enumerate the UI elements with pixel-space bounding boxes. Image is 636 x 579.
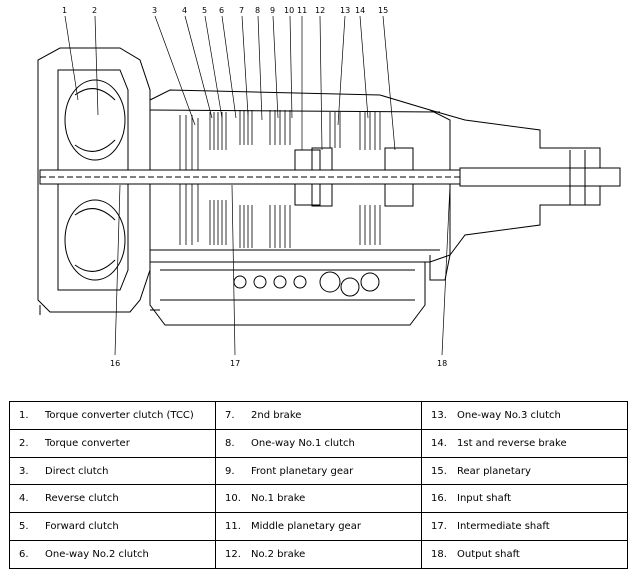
callout-1: 1 — [62, 6, 67, 15]
callout-10: 10 — [284, 6, 294, 15]
legend-number: 3. — [19, 465, 29, 477]
converter-lower-lobe — [64, 199, 126, 281]
legend-cell: 7. 2nd brake — [215, 401, 422, 430]
legend-label: Front planetary gear — [251, 465, 354, 477]
legend-cell: 14. 1st and reverse brake — [421, 428, 628, 458]
legend-number: 7. — [225, 409, 235, 421]
legend-cell: 4. Reverse clutch — [9, 484, 216, 514]
legend-cell: 8. One-way No.1 clutch — [215, 428, 422, 458]
legend-number: 1. — [19, 409, 29, 421]
legend-number: 18. — [431, 549, 447, 561]
legend-cell: 11. Middle planetary gear — [215, 512, 422, 542]
callout-3: 3 — [152, 6, 157, 15]
legend-label: One-way No.3 clutch — [457, 409, 561, 421]
legend-cell: 2. Torque converter — [9, 428, 216, 458]
legend-label: One-way No.2 clutch — [45, 549, 149, 561]
legend-number: 13. — [431, 409, 447, 421]
legend-cell: 10. No.1 brake — [215, 484, 422, 514]
legend-number: 15. — [431, 465, 447, 477]
callout-17: 17 — [230, 359, 240, 368]
legend-cell: 16. Input shaft — [421, 484, 628, 514]
legend-row: 1. Torque converter clutch (TCC) 7. 2nd br… — [9, 401, 628, 430]
callout-8: 8 — [255, 6, 260, 15]
legend-row: 3. Direct clutch 9. Front planetary gear 1… — [9, 456, 628, 486]
legend-number: 14. — [431, 437, 447, 449]
converter-upper-lobe — [64, 79, 126, 161]
legend-row: 5. Forward clutch 11. Middle planetary gea… — [9, 512, 628, 542]
legend-number: 5. — [19, 521, 29, 533]
callout-5: 5 — [202, 6, 207, 15]
legend-label: 2nd brake — [251, 409, 302, 421]
legend-cell: 12. No.2 brake — [215, 540, 422, 569]
legend-label: One-way No.1 clutch — [251, 437, 355, 449]
legend-label: 1st and reverse brake — [457, 437, 567, 449]
callout-4: 4 — [182, 6, 187, 15]
legend-number: 17. — [431, 521, 447, 533]
callout-18: 18 — [437, 359, 447, 368]
transmission-cutaway-diagram: 1 2 3 4 5 6 7 8 9 10 11 12 13 14 15 16 1… — [37, 6, 621, 368]
legend-label: Input shaft — [457, 493, 512, 505]
transmission-case — [149, 89, 451, 263]
callout-13: 13 — [340, 6, 350, 15]
legend-number: 2. — [19, 437, 29, 449]
legend-cell: 3. Direct clutch — [9, 456, 216, 486]
legend-row: 4. Reverse clutch 10. No.1 brake 16. Input … — [9, 484, 628, 514]
legend-cell: 6. One-way No.2 clutch — [9, 540, 216, 569]
callout-6: 6 — [219, 6, 224, 15]
legend-label: Direct clutch — [45, 465, 109, 477]
legend-number: 6. — [19, 549, 29, 561]
legend-number: 16. — [431, 493, 447, 505]
legend-cell: 5. Forward clutch — [9, 512, 216, 542]
callout-7: 7 — [239, 6, 244, 15]
legend-label: Middle planetary gear — [251, 521, 361, 533]
legend-cell: 17. Intermediate shaft — [421, 512, 628, 542]
legend-label: Torque converter — [45, 437, 130, 449]
legend-label: Rear planetary — [457, 465, 531, 477]
legend-cell: 13. One-way No.3 clutch — [421, 401, 628, 430]
legend-number: 10. — [225, 493, 241, 505]
callout-14: 14 — [355, 6, 365, 15]
legend-number: 9. — [225, 465, 235, 477]
legend-label: Output shaft — [457, 549, 520, 561]
legend-label: Reverse clutch — [45, 493, 119, 505]
legend-row: 2. Torque converter 8. One-way No.1 clutch… — [9, 428, 628, 458]
callout-15: 15 — [378, 6, 388, 15]
legend-label: No.1 brake — [251, 493, 306, 505]
oil-pan — [149, 262, 426, 326]
legend-label: Forward clutch — [45, 521, 119, 533]
legend-label: Intermediate shaft — [457, 521, 550, 533]
callout-2: 2 — [92, 6, 97, 15]
callout-12: 12 — [315, 6, 325, 15]
legend-number: 4. — [19, 493, 29, 505]
callout-16: 16 — [110, 359, 120, 368]
legend-row: 6. One-way No.2 clutch 12. No.2 brake 18. O… — [9, 540, 628, 569]
legend-number: 12. — [225, 549, 241, 561]
output-shaft — [459, 167, 621, 187]
legend-number: 8. — [225, 437, 235, 449]
legend-cell: 18. Output shaft — [421, 540, 628, 569]
legend-table: 1. Torque converter clutch (TCC) 7. 2nd br… — [9, 401, 628, 569]
legend-cell: 1. Torque converter clutch (TCC) — [9, 401, 216, 430]
callout-9: 9 — [270, 6, 275, 15]
legend-label: Torque converter clutch (TCC) — [45, 409, 194, 421]
legend-number: 11. — [225, 521, 241, 533]
callout-11: 11 — [297, 6, 307, 15]
legend-cell: 15. Rear planetary — [421, 456, 628, 486]
legend-cell: 9. Front planetary gear — [215, 456, 422, 486]
legend-label: No.2 brake — [251, 549, 306, 561]
